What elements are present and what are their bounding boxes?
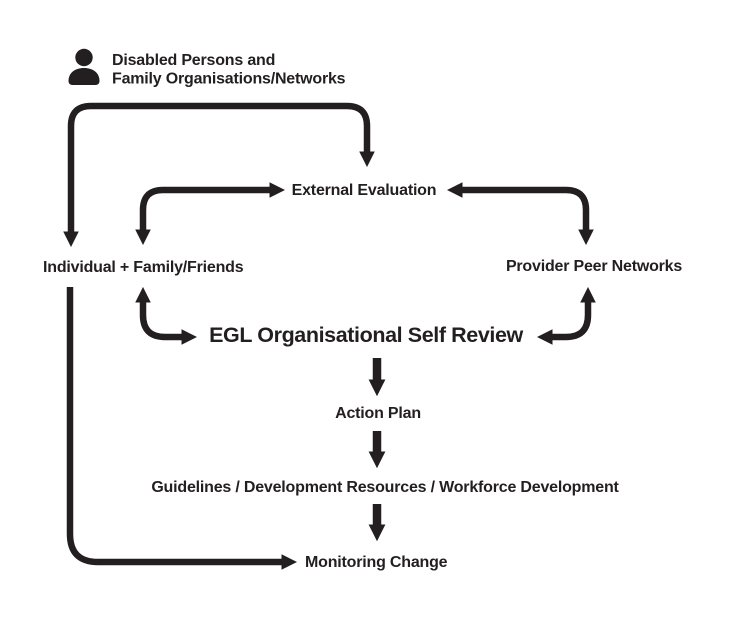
arrow-left-channel-to-monitoring-change bbox=[66, 287, 298, 570]
provider-peer-networks-label: Provider Peer Networks bbox=[506, 258, 682, 275]
person-icon-body bbox=[68, 68, 100, 85]
monitoring-change-label: Monitoring Change bbox=[305, 554, 448, 571]
person-icon-head bbox=[75, 48, 93, 67]
external-evaluation-label: External Evaluation bbox=[292, 182, 437, 199]
dpo-label-line2: Family Organisations/Networks bbox=[112, 71, 346, 88]
individual-family-friends-label: Individual + Family/Friends bbox=[43, 259, 244, 276]
person-icon bbox=[68, 48, 100, 85]
egl-organisational-self-review-label: EGL Organisational Self Review bbox=[209, 323, 523, 347]
arrow-external-evaluation-provider-two-way bbox=[446, 182, 594, 246]
arrow-provider-egl-two-way bbox=[536, 286, 596, 345]
guidelines-label: Guidelines / Development Resources / Wor… bbox=[151, 479, 619, 496]
arrow-individual-external-evaluation-two-way bbox=[135, 182, 286, 246]
dpo-label-line1: Disabled Persons and bbox=[112, 52, 275, 69]
action-plan-label: Action Plan bbox=[335, 405, 421, 422]
arrow-dpo-to-individual-and-external-evaluation bbox=[63, 102, 375, 248]
arrow-individual-egl-two-way bbox=[135, 286, 198, 345]
